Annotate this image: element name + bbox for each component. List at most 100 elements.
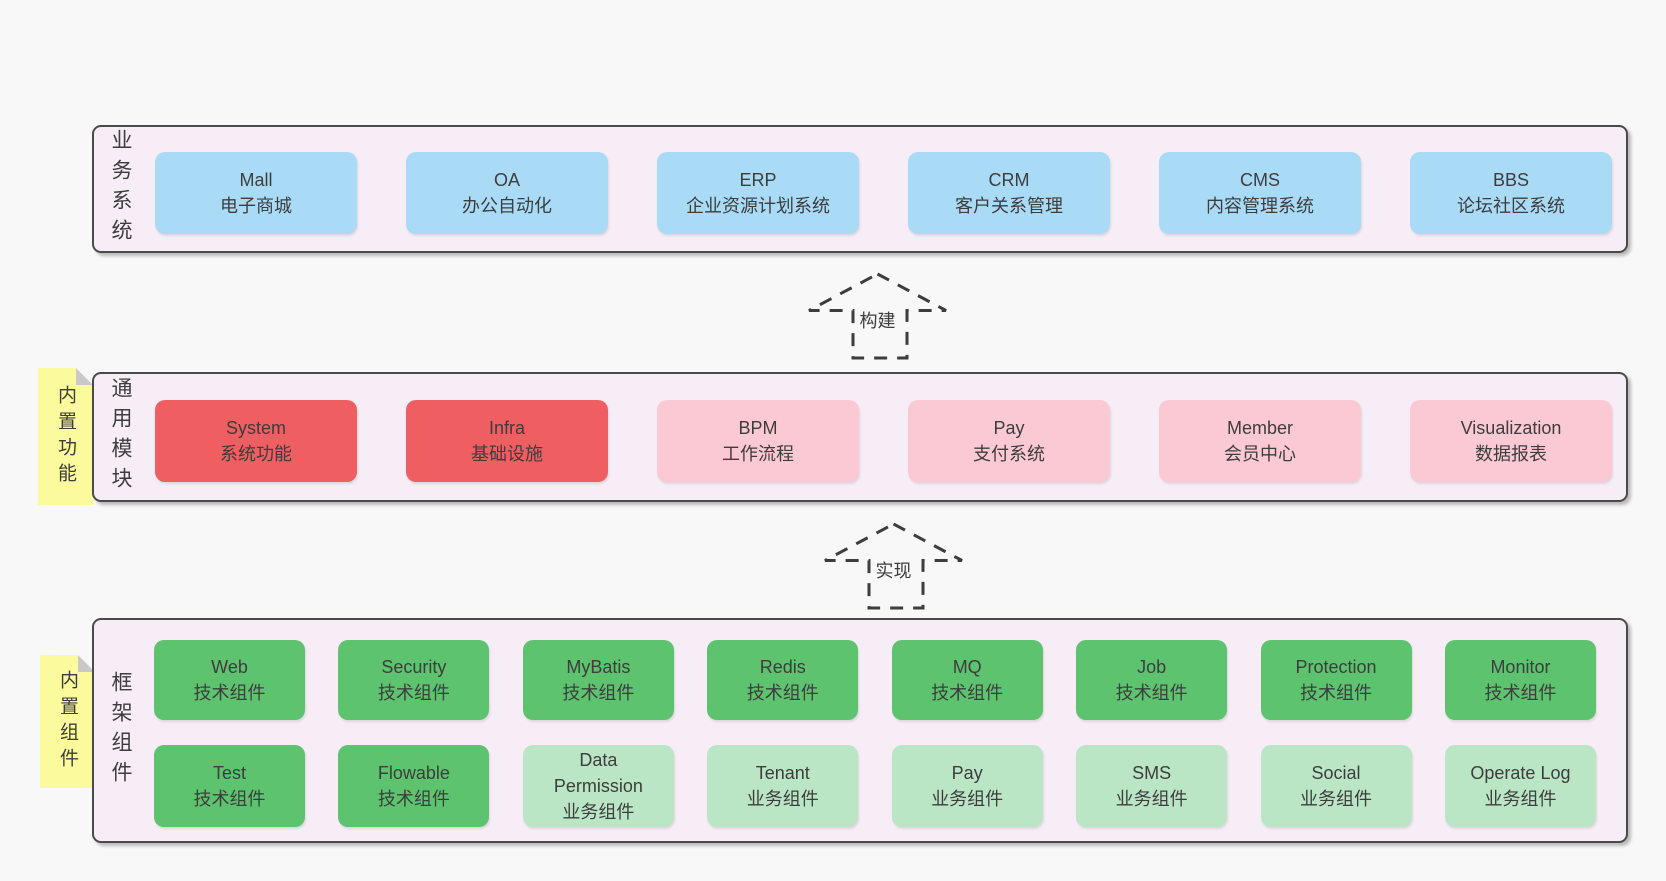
box-title: Data Permission xyxy=(553,750,643,796)
build-arrow: 构建 xyxy=(807,272,948,360)
box-title: Visualization xyxy=(1460,418,1562,438)
box-subtitle: 论坛社区系统 xyxy=(1457,196,1565,216)
box-subtitle: 系统功能 xyxy=(220,444,292,464)
layer-label: 业务系统 xyxy=(109,129,132,249)
box-row: System 系统功能 Infra 基础设施 BPM 工作流程 Pay 支付系统… xyxy=(155,400,1612,482)
box-title: Protection xyxy=(1295,657,1377,677)
folded-corner xyxy=(76,368,93,385)
box-subtitle: 技术组件 xyxy=(1484,683,1557,703)
box-mybatis: MyBatis 技术组件 xyxy=(522,640,674,720)
box-subtitle: 支付系统 xyxy=(973,444,1045,464)
box-subtitle: 技术组件 xyxy=(746,683,819,703)
arrow-label: 构建 xyxy=(856,306,899,334)
box-title: Member xyxy=(1226,418,1293,438)
box-subtitle: 业务组件 xyxy=(1300,789,1373,809)
box-infra: Infra 基础设施 xyxy=(406,400,608,482)
box-bpm: BPM 工作流程 xyxy=(657,400,859,482)
box-title: Redis xyxy=(759,657,806,677)
box-oa: OA 办公自动化 xyxy=(406,152,608,234)
sticky-note-built-in-features: 内置功能 xyxy=(38,368,93,505)
layer-common-modules: 通用模块 System 系统功能 Infra 基础设施 BPM 工作流程 Pay… xyxy=(92,372,1628,502)
box-protection: Protection 技术组件 xyxy=(1260,640,1412,720)
implement-arrow: 实现 xyxy=(823,522,964,610)
box-title: Pay xyxy=(993,418,1025,438)
box-security: Security 技术组件 xyxy=(338,640,490,720)
box-system: System 系统功能 xyxy=(155,400,357,482)
box-title: System xyxy=(225,418,286,438)
box-subtitle: 基础设施 xyxy=(471,444,543,464)
box-job: Job 技术组件 xyxy=(1076,640,1228,720)
box-title: BPM xyxy=(738,418,778,438)
box-subtitle: 技术组件 xyxy=(562,683,635,703)
box-subtitle: 技术组件 xyxy=(1300,683,1373,703)
box-subtitle: 业务组件 xyxy=(562,802,635,822)
arrow-label: 实现 xyxy=(872,556,915,584)
box-operate-log: Operate Log 业务组件 xyxy=(1444,745,1596,827)
box-title: Monitor xyxy=(1490,657,1551,677)
layer-label: 通用模块 xyxy=(109,377,132,497)
box-title: CRM xyxy=(988,170,1030,190)
up-arrow-icon xyxy=(824,522,963,610)
box-redis: Redis 技术组件 xyxy=(707,640,859,720)
box-pay-component: Pay 业务组件 xyxy=(891,745,1043,827)
box-subtitle: 业务组件 xyxy=(746,789,819,809)
box-pay-module: Pay 支付系统 xyxy=(908,400,1110,482)
box-subtitle: 业务组件 xyxy=(1115,789,1188,809)
box-bbs: BBS 论坛社区系统 xyxy=(1410,152,1612,234)
box-subtitle: 技术组件 xyxy=(193,683,266,703)
box-subtitle: 工作流程 xyxy=(722,444,794,464)
box-crm: CRM 客户关系管理 xyxy=(908,152,1110,234)
layer-business-systems: 业务系统 Mall 电子商城 OA 办公自动化 ERP 企业资源计划系统 CRM… xyxy=(92,125,1628,253)
sticky-note-built-in-components: 内置组件 xyxy=(40,655,95,788)
box-subtitle: 技术组件 xyxy=(377,789,450,809)
box-title: CMS xyxy=(1240,170,1280,190)
box-subtitle: 技术组件 xyxy=(1115,683,1188,703)
box-subtitle: 办公自动化 xyxy=(462,196,552,216)
box-visualization: Visualization 数据报表 xyxy=(1410,400,1612,482)
sticky-label: 内置组件 xyxy=(57,669,78,774)
box-title: MQ xyxy=(952,657,982,677)
box-mall: Mall 电子商城 xyxy=(155,152,357,234)
box-row-business: Test 技术组件 Flowable 技术组件 Data Permission … xyxy=(154,745,1596,827)
box-title: Test xyxy=(212,763,246,783)
box-subtitle: 技术组件 xyxy=(377,683,450,703)
box-title: SMS xyxy=(1132,763,1172,783)
box-monitor: Monitor 技术组件 xyxy=(1444,640,1596,720)
box-title: Job xyxy=(1137,657,1167,677)
layer-framework-components: 框架组件 Web 技术组件 Security 技术组件 MyBatis 技术组件… xyxy=(92,618,1628,843)
box-subtitle: 会员中心 xyxy=(1224,444,1296,464)
box-subtitle: 技术组件 xyxy=(193,789,266,809)
up-arrow-icon xyxy=(808,272,947,360)
box-title: Web xyxy=(211,657,248,677)
box-title: Operate Log xyxy=(1470,763,1571,783)
box-title: Social xyxy=(1311,763,1361,783)
box-mq: MQ 技术组件 xyxy=(891,640,1043,720)
box-sms: SMS 业务组件 xyxy=(1076,745,1228,827)
box-title: BBS xyxy=(1492,170,1530,190)
box-title: ERP xyxy=(739,170,777,190)
box-title: Tenant xyxy=(755,763,810,783)
box-erp: ERP 企业资源计划系统 xyxy=(657,152,859,234)
box-member: Member 会员中心 xyxy=(1159,400,1361,482)
box-cms: CMS 内容管理系统 xyxy=(1159,152,1361,234)
box-flowable: Flowable 技术组件 xyxy=(338,745,490,827)
box-row-technical: Web 技术组件 Security 技术组件 MyBatis 技术组件 Redi… xyxy=(154,640,1596,720)
box-subtitle: 数据报表 xyxy=(1475,444,1547,464)
layer-label: 框架组件 xyxy=(109,670,132,791)
box-test: Test 技术组件 xyxy=(154,745,305,827)
box-row: Mall 电子商城 OA 办公自动化 ERP 企业资源计划系统 CRM 客户关系… xyxy=(155,152,1612,234)
box-subtitle: 内容管理系统 xyxy=(1206,196,1314,216)
box-title: Security xyxy=(381,657,447,677)
sticky-label: 内置功能 xyxy=(55,384,76,489)
box-data-permission: Data Permission 业务组件 xyxy=(522,745,674,827)
box-title: MyBatis xyxy=(566,657,631,677)
box-subtitle: 技术组件 xyxy=(931,683,1004,703)
box-subtitle: 电子商城 xyxy=(220,196,292,216)
box-subtitle: 业务组件 xyxy=(931,789,1004,809)
box-title: Infra xyxy=(488,418,526,438)
box-subtitle: 业务组件 xyxy=(1484,789,1557,809)
box-title: Flowable xyxy=(377,763,450,783)
box-subtitle: 客户关系管理 xyxy=(955,196,1063,216)
box-web: Web 技术组件 xyxy=(154,640,305,720)
